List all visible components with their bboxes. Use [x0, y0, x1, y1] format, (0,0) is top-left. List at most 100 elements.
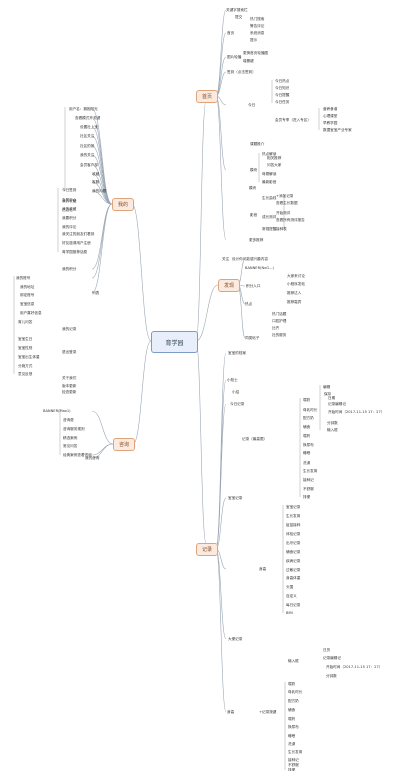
node-label[interactable]: 我要积分	[62, 216, 77, 220]
node-label[interactable]: 数据宝宝产业专家	[323, 128, 352, 132]
node-label[interactable]: 用户名：拥抱阳光	[69, 107, 98, 111]
node-label[interactable]: 关注	[222, 257, 230, 261]
node-label[interactable]: BANNER(NxG...)	[245, 266, 274, 270]
node-label[interactable]: 宝宝信息	[20, 302, 35, 306]
node-label[interactable]: 我的收藏	[62, 199, 77, 203]
node-label[interactable]: 自定义	[286, 594, 297, 598]
node-label[interactable]: 每日记录	[286, 603, 301, 607]
node-label[interactable]: 今日签到	[62, 188, 77, 192]
node-label[interactable]: 母乳时长	[303, 408, 318, 412]
node-label[interactable]: 宝宝生日	[18, 337, 33, 341]
node-label[interactable]: 今日热点	[275, 79, 290, 83]
node-label[interactable]: 版本更新	[62, 384, 77, 388]
node-label[interactable]: 记录编辑记	[328, 402, 346, 406]
node-label[interactable]: 生长发育	[286, 514, 301, 518]
node-label[interactable]: 收藏	[92, 172, 100, 176]
node-label[interactable]: 今日知识	[275, 86, 290, 90]
node-label[interactable]: 大家来讨论	[287, 274, 305, 278]
node-label[interactable]: 母婴解读	[262, 172, 277, 176]
node-label[interactable]: 设置社上宝	[80, 125, 98, 129]
node-label[interactable]: 提交	[235, 15, 243, 19]
node-label[interactable]: 我的地址	[20, 285, 35, 289]
node-label[interactable]: 设计你可能感兴趣内容	[232, 257, 268, 261]
node-label[interactable]: 我的记录	[62, 327, 77, 331]
node-label[interactable]: 开始测评	[276, 211, 291, 215]
node-label[interactable]: 比齐	[272, 326, 280, 330]
node-label[interactable]: 今日提醒	[275, 93, 290, 97]
node-label[interactable]: 热点解读	[262, 152, 277, 156]
node-label[interactable]: 我的收藏	[62, 207, 77, 211]
node-label[interactable]: 配方奶	[288, 699, 299, 703]
node-label[interactable]: 今日记录	[230, 402, 245, 406]
node-label[interactable]: 模块	[249, 186, 257, 190]
node-label[interactable]: 图片轮播	[227, 55, 242, 59]
node-label[interactable]: 保存	[324, 392, 332, 396]
node-label[interactable]: 育儿问答	[18, 320, 33, 324]
node-label[interactable]: 疾病记录	[286, 559, 301, 563]
node-label[interactable]: 记录编辑记	[323, 656, 341, 660]
node-label[interactable]: 客服	[92, 180, 100, 184]
node-label[interactable]: 关键字搜索栏	[226, 8, 248, 12]
node-label[interactable]: 更多推荐	[249, 238, 264, 242]
node-label[interactable]: 我的咨询	[85, 456, 100, 460]
node-label[interactable]: 育学园推荐话费	[62, 250, 88, 254]
node-label[interactable]: 小知士	[227, 378, 238, 382]
node-label[interactable]: 辅食	[303, 425, 311, 429]
node-label[interactable]: 经典案例查看咨询	[63, 453, 92, 457]
node-label[interactable]: 日历	[323, 648, 331, 652]
node-label[interactable]: 宝宝性别	[18, 346, 33, 350]
node-label[interactable]: 用户喜好信息	[20, 311, 42, 315]
node-label[interactable]: 开始时间（2017-11-15 17：27）	[326, 665, 383, 669]
node-label[interactable]: 身高	[259, 567, 267, 571]
node-label[interactable]: 今日	[248, 103, 256, 107]
node-label[interactable]: 生长曲线	[262, 196, 277, 200]
node-label[interactable]: 输入框	[288, 659, 299, 663]
node-label[interactable]: 积分入口	[246, 284, 261, 288]
node-label[interactable]: 营养食谱	[323, 107, 338, 111]
node-label[interactable]: 问答大家	[267, 163, 282, 167]
node-label[interactable]: 会员客户部	[80, 163, 98, 167]
node-label[interactable]: +记录按键	[259, 710, 277, 714]
node-label[interactable]: 我的关注	[80, 153, 95, 157]
node-label[interactable]: 生长发育	[288, 750, 303, 754]
node-label[interactable]: 退出登录	[62, 350, 77, 354]
node-label[interactable]: 宝宝的档案	[228, 351, 246, 355]
node-label[interactable]: 接种记	[303, 478, 314, 482]
node-label[interactable]: 小程序发帖	[287, 282, 305, 286]
node-label[interactable]: 社的服务	[272, 333, 287, 337]
node-label[interactable]: 疫苗接种	[286, 523, 301, 527]
node-label[interactable]: 精选案例	[63, 436, 78, 440]
node-label[interactable]: 宝宝出生体重	[18, 355, 40, 359]
node-label[interactable]: 宝宝记录	[228, 496, 243, 500]
node-label[interactable]: 开始时间（2017-11-15 17：27）	[328, 410, 385, 414]
node-label[interactable]: 身高体重	[286, 576, 301, 580]
node-label[interactable]: 我的问题	[92, 189, 107, 193]
node-label[interactable]: 增删键	[243, 59, 254, 63]
node-label[interactable]: 喂奶	[303, 398, 311, 402]
node-label[interactable]: 检查更新	[62, 390, 77, 394]
node-label[interactable]: 我的积分	[62, 267, 77, 271]
node-label[interactable]: 首页	[227, 31, 235, 35]
node-label[interactable]: 不舒服	[303, 487, 314, 491]
branch-home[interactable]: 首页	[196, 90, 218, 103]
node-label[interactable]: 最新影音	[262, 180, 277, 184]
node-label[interactable]: 生长发育	[303, 469, 318, 473]
node-label[interactable]: 相关推荐	[267, 156, 282, 160]
node-label[interactable]: BANNER(Max1)	[43, 409, 71, 413]
node-label[interactable]: 常见问答	[63, 444, 78, 448]
branch-record[interactable]: 记录	[196, 543, 218, 556]
node-label[interactable]: 成长测评	[262, 215, 277, 219]
node-label[interactable]: 体检记录	[286, 532, 301, 536]
node-label[interactable]: 母乳时长	[288, 690, 303, 694]
node-label[interactable]: 换尿布	[288, 725, 299, 729]
node-label[interactable]: 分钟数	[326, 674, 337, 678]
node-label[interactable]: 模块	[250, 168, 258, 172]
node-label[interactable]: 今日任务	[275, 100, 290, 104]
node-label[interactable]: 常规提醒	[262, 227, 277, 231]
node-label[interactable]: 辅食	[288, 708, 296, 712]
node-label[interactable]: 查看所有测评报告	[276, 218, 305, 222]
node-label[interactable]: 编辑	[323, 385, 331, 389]
node-label[interactable]: 不舒服	[288, 763, 299, 767]
node-label[interactable]: 提示	[250, 38, 258, 42]
node-label[interactable]: 关于我们	[62, 376, 77, 380]
